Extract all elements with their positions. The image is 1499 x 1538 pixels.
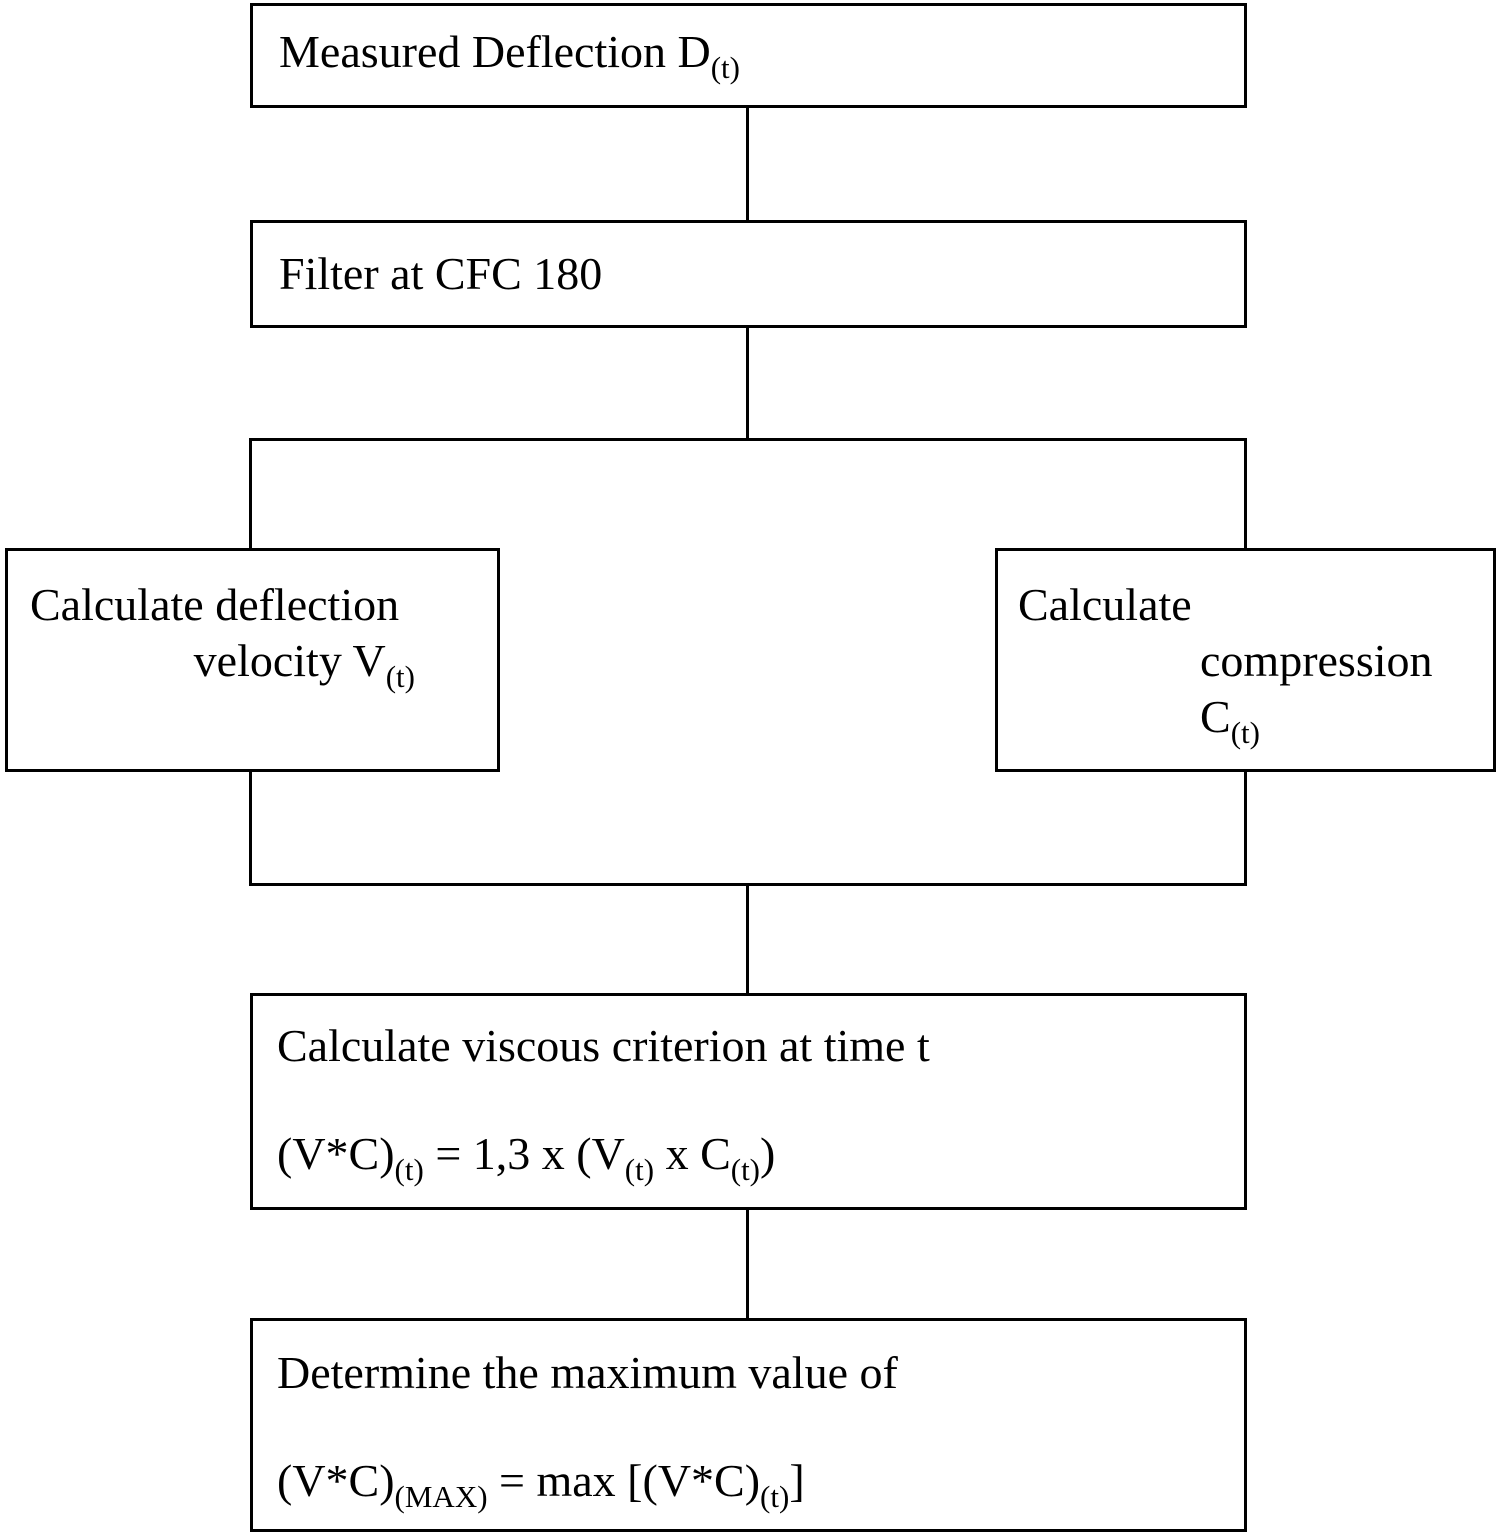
text-segment: Calculate viscous criterion at time t [277, 1020, 930, 1071]
subscript-t: (t) [760, 1479, 790, 1515]
box-measured-deflection-text: Measured Deflection D(t) [279, 24, 740, 87]
text-segment: Calculate deflection [30, 579, 400, 630]
text-segment: (V*C) [277, 1128, 395, 1180]
subscript-t: (t) [1230, 715, 1260, 751]
text-segment: Filter at CFC 180 [279, 247, 603, 299]
text-segment: Calculate [1018, 579, 1192, 630]
text-segment: Determine the maximum value of [277, 1347, 898, 1398]
text-segment: Measured Deflection D [279, 26, 711, 78]
text-segment: compression [1200, 635, 1433, 687]
subscript-t: (t) [394, 1152, 424, 1188]
velocity-line2: velocity V(t) [30, 633, 475, 696]
text-segment: x C [654, 1128, 731, 1180]
box-measured-deflection: Measured Deflection D(t) [250, 3, 1247, 108]
box-maximum-value: Determine the maximum value of (V*C)(MAX… [250, 1318, 1247, 1532]
subscript-t: (t) [624, 1152, 655, 1188]
subscript-t: (t) [385, 659, 415, 695]
subscript-t: (t) [730, 1152, 761, 1188]
box-calculate-compression: Calculate compression C(t) [995, 548, 1496, 772]
box-calculate-velocity: Calculate deflection velocity V(t) [5, 548, 500, 772]
text-segment: = 1,3 x (V [423, 1128, 625, 1180]
velocity-line1: Calculate deflection [30, 577, 475, 633]
viscous-formula: (V*C)(t) = 1,3 x (V(t) x C(t)) [277, 1126, 1224, 1189]
text-segment: ] [789, 1455, 805, 1507]
maximum-formula: (V*C)(MAX) = max [(V*C)(t)] [277, 1453, 1224, 1516]
box-filter-cfc180-text: Filter at CFC 180 [279, 246, 602, 302]
subscript-t: (t) [710, 50, 740, 86]
connector-merge-to-viscous [746, 883, 749, 993]
text-segment: = max [(V*C) [487, 1455, 761, 1507]
subscript-max: (MAX) [394, 1479, 488, 1515]
connector-compression-to-merge [1244, 772, 1247, 883]
compression-line1: Calculate [1018, 577, 1483, 633]
connector-velocity-to-merge [249, 772, 252, 883]
compression-line2: compression [1018, 633, 1483, 689]
box-viscous-criterion: Calculate viscous criterion at time t (V… [250, 993, 1247, 1210]
connector-measured-to-filter [746, 108, 749, 220]
text-segment: ) [760, 1128, 776, 1180]
box-filter-cfc180: Filter at CFC 180 [250, 220, 1247, 328]
maximum-line1: Determine the maximum value of [277, 1345, 1224, 1401]
connector-split-to-compression [1244, 438, 1247, 548]
connector-viscous-to-maximum [746, 1210, 749, 1318]
text-segment: velocity V [193, 635, 386, 687]
connector-split-bar [249, 438, 1247, 441]
connector-split-to-velocity [249, 438, 252, 548]
text-segment: (V*C) [277, 1455, 395, 1507]
text-segment: C [1200, 691, 1231, 743]
viscous-line1: Calculate viscous criterion at time t [277, 1018, 1224, 1074]
connector-filter-to-split [746, 328, 749, 438]
compression-line3: C(t) [1018, 689, 1483, 752]
